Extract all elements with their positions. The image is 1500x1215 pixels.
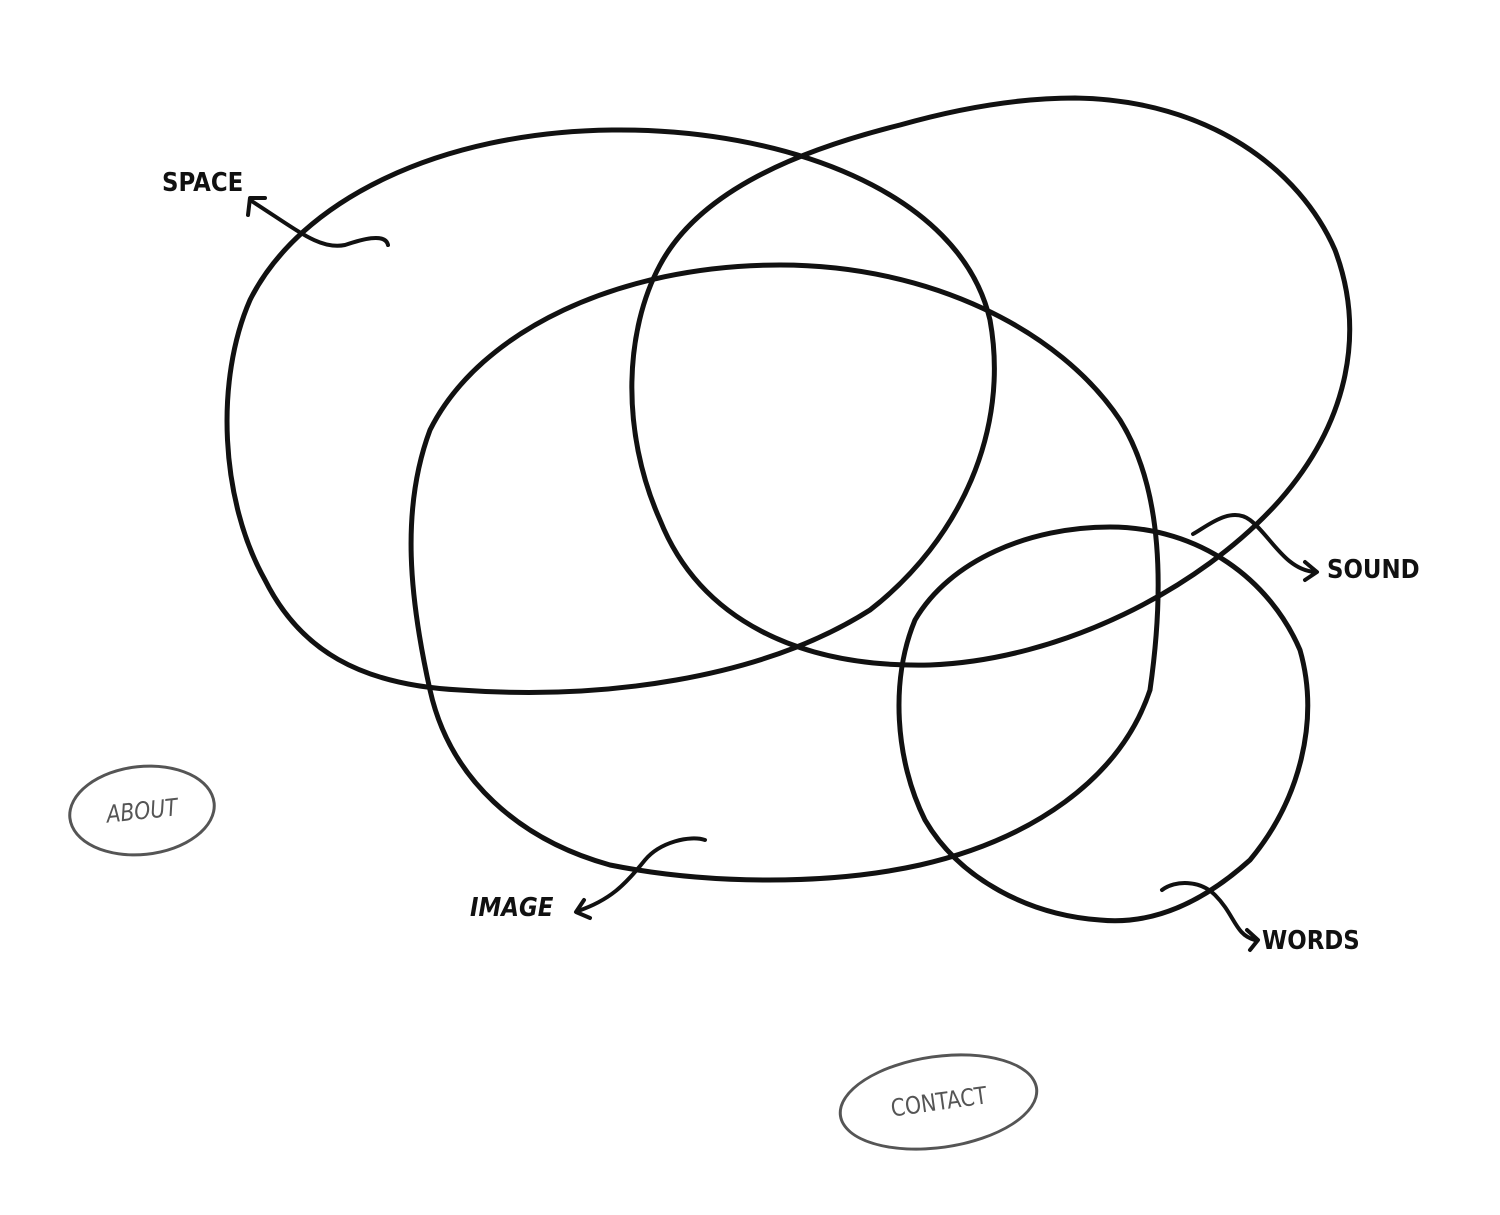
sound-label[interactable]: SOUND — [1327, 555, 1420, 585]
sound-arrowhead — [1303, 560, 1319, 582]
sound-arrow — [1191, 513, 1317, 574]
about-button-label: ABOUT — [105, 792, 179, 829]
image-arrow — [576, 836, 707, 913]
words-set-outline[interactable] — [896, 524, 1311, 924]
contact-button-label: CONTACT — [888, 1081, 989, 1123]
words-label[interactable]: WORDS — [1262, 926, 1360, 956]
space-arrow — [248, 198, 390, 248]
image-label[interactable]: IMAGE — [470, 893, 554, 923]
space-arrowhead — [246, 196, 267, 217]
space-label[interactable]: SPACE — [162, 168, 244, 198]
space-set-outline[interactable] — [224, 127, 997, 695]
sound-set-outline[interactable] — [629, 95, 1353, 668]
image-arrowhead — [574, 898, 592, 920]
image-set-outline[interactable] — [408, 262, 1161, 883]
words-arrowhead — [1245, 928, 1260, 952]
words-arrow — [1160, 881, 1257, 942]
